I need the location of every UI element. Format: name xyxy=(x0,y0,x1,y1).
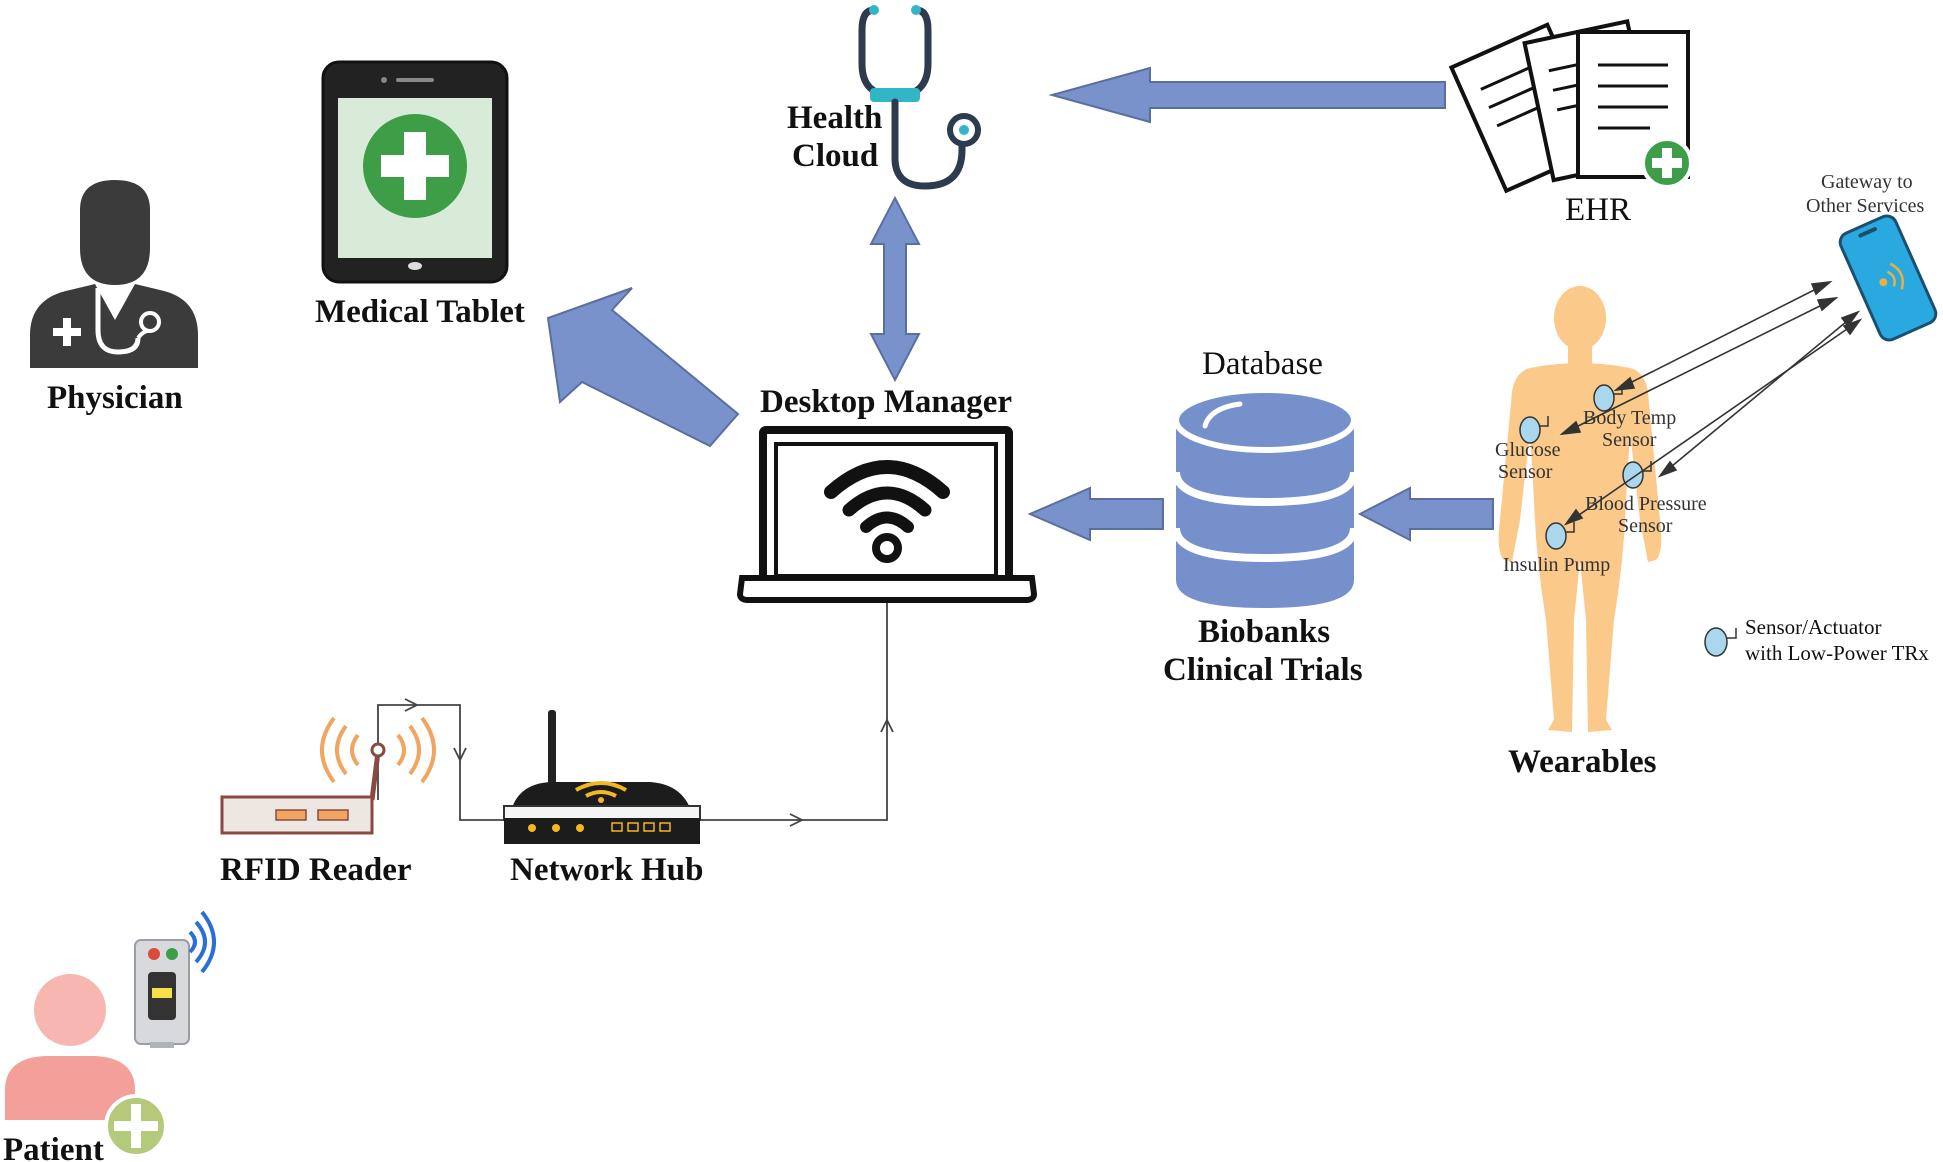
physician-icon xyxy=(30,180,198,368)
connector-rfid-to-hub xyxy=(377,698,508,821)
biobanks-label-line2: Clinical Trials xyxy=(1163,652,1363,688)
connector-hub-to-desktop xyxy=(698,595,894,827)
network-hub-label: Network Hub xyxy=(510,852,703,888)
legend-label-line2: with Low-Power TRx xyxy=(1745,641,1929,665)
gateway-label-line1: Gateway to xyxy=(1821,171,1913,193)
sensor-insulin-pump xyxy=(1545,522,1575,550)
health-cloud-label-line2: Cloud xyxy=(792,138,878,174)
blood-pressure-label-line2: Sensor xyxy=(1618,515,1673,537)
database-icon xyxy=(1172,387,1358,608)
glucose-label-line1: Glucose xyxy=(1495,439,1561,461)
arrow-database-to-desktop xyxy=(1027,486,1164,542)
arrow-ehr-to-cloud xyxy=(1048,66,1446,124)
arrow-desktop-to-tablet xyxy=(546,287,740,448)
legend-sensor-icon xyxy=(1704,627,1737,657)
wireless-links xyxy=(1559,280,1863,526)
wearables-label: Wearables xyxy=(1508,744,1657,780)
gateway-phone-icon xyxy=(1838,214,1938,342)
biobanks-label-line1: Biobanks xyxy=(1198,614,1330,650)
sensor-glucose xyxy=(1519,416,1549,444)
ehr-documents-icon xyxy=(1448,18,1693,194)
medical-tablet-icon xyxy=(321,60,509,284)
arrow-wearables-to-database xyxy=(1357,486,1494,542)
human-body-icon xyxy=(1498,286,1662,732)
patient-icon xyxy=(5,974,168,1158)
physician-label: Physician xyxy=(47,380,183,416)
patient-label: Patient xyxy=(3,1132,104,1162)
desktop-manager-label: Desktop Manager xyxy=(760,384,1012,420)
medical-tablet-label: Medical Tablet xyxy=(315,294,525,330)
arrow-cloud-desktop-bidirectional xyxy=(869,195,921,383)
insulin-pump-label: Insulin Pump xyxy=(1503,554,1610,576)
ehr-label: EHR xyxy=(1565,192,1631,228)
legend-label-line1: Sensor/Actuator xyxy=(1745,615,1881,639)
rfid-reader-label: RFID Reader xyxy=(220,852,412,888)
wifi-icon xyxy=(824,460,950,563)
body-temp-label-line2: Sensor xyxy=(1602,429,1657,451)
network-hub-icon xyxy=(503,710,701,844)
body-temp-label-line1: Body Temp xyxy=(1583,407,1676,429)
sensor-body-temp xyxy=(1593,384,1623,412)
health-cloud-label-line1: Health xyxy=(787,100,882,136)
glucose-label-line2: Sensor xyxy=(1498,461,1553,483)
database-label: Database xyxy=(1202,346,1323,382)
blood-pressure-label-line1: Blood Pressure xyxy=(1585,493,1707,515)
rfid-reader-icon xyxy=(220,716,436,835)
patient-rfid-tag-icon xyxy=(134,910,216,1048)
stethoscope-icon xyxy=(858,5,981,190)
gateway-label-line2: Other Services xyxy=(1806,195,1925,217)
